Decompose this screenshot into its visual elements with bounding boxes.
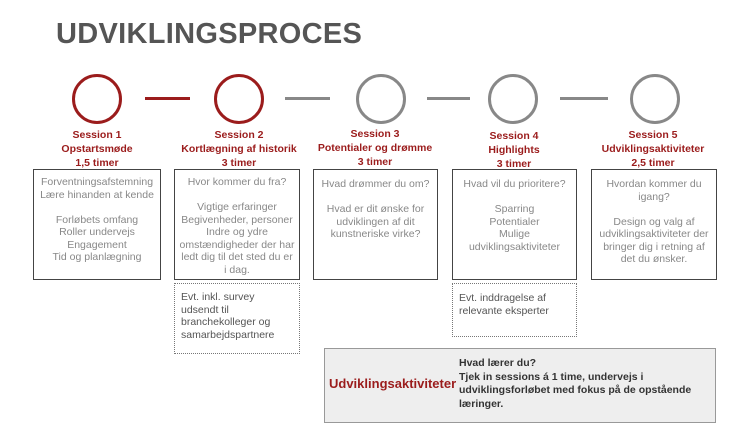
activities-box: Udviklingsaktiviteter Hvad lærer du?Tjek… bbox=[324, 348, 716, 423]
connector-1-2 bbox=[145, 97, 190, 100]
session-4-circle bbox=[488, 74, 538, 124]
session-2-circle bbox=[214, 74, 264, 124]
activities-title: Udviklingsaktiviteter bbox=[329, 376, 457, 391]
session-2-content: Hvor kommer du fra? Vigtige erfaringer B… bbox=[174, 169, 300, 280]
page-title: UDVIKLINGSPROCES bbox=[56, 18, 363, 50]
session-5-content: Hvordan kommer du igang? Design og valg … bbox=[591, 169, 717, 280]
activities-text: Hvad lærer du?Tjek in sessions á 1 time,… bbox=[459, 357, 692, 410]
session-5-circle bbox=[630, 74, 680, 124]
session-1-circle bbox=[72, 74, 122, 124]
session-4-note: Evt. inddragelse af relevante eksperter bbox=[452, 283, 577, 337]
session-3-circle bbox=[356, 74, 406, 124]
session-1-content: Forventningsafstemning Lære hinanden at … bbox=[33, 169, 161, 280]
connector-2-3 bbox=[285, 97, 330, 100]
connector-3-4 bbox=[427, 97, 470, 100]
connector-4-5 bbox=[560, 97, 608, 100]
session-3-content: Hvad drømmer du om? Hvad er dit ønske fo… bbox=[313, 169, 438, 280]
session-2-note: Evt. inkl. survey udsendt til branchekol… bbox=[174, 283, 300, 354]
session-4-content: Hvad vil du prioritere? Sparring Potenti… bbox=[452, 169, 577, 280]
